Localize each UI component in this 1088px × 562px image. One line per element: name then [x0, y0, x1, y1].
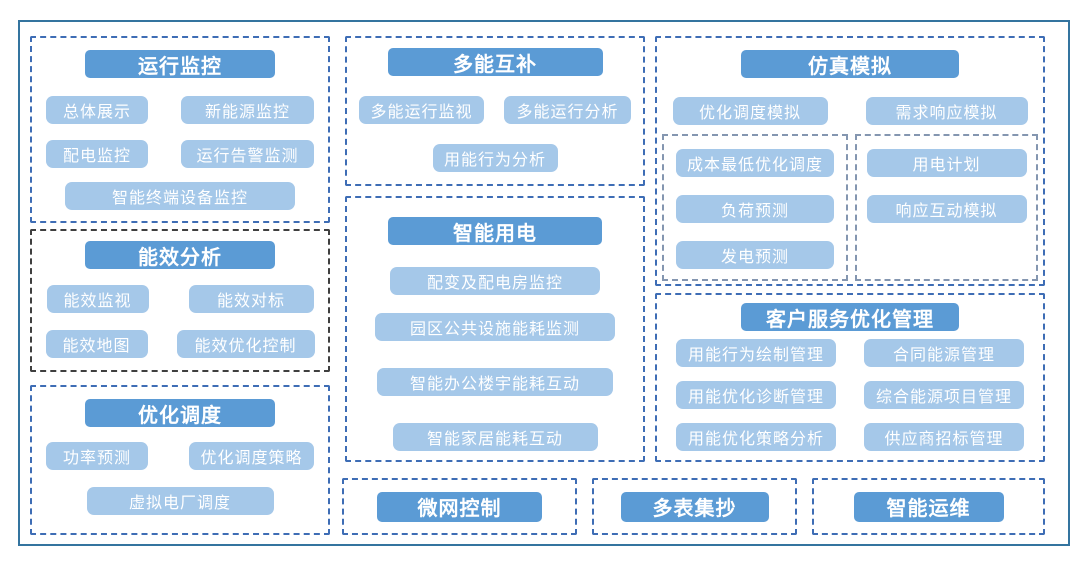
subgroup-row: 成本最低优化调度 负荷预测 发电预测 用电计划 响应互动模拟	[662, 134, 1038, 281]
item-row: 虚拟电厂调度	[86, 487, 274, 515]
module-button: 优化调度模拟	[672, 97, 828, 125]
item-row: 用能优化诊断管理 综合能源项目管理	[676, 381, 1024, 409]
item-row: 功率预测 优化调度策略	[46, 442, 314, 470]
item-row: 配电监控 运行告警监测	[46, 140, 314, 168]
group-title: 智能用电	[388, 217, 602, 245]
group-multi-energy-complementation: 多能互补 多能运行监视 多能运行分析 用能行为分析	[345, 36, 645, 186]
module-button: 综合能源项目管理	[864, 381, 1024, 409]
module-button: 新能源监控	[181, 96, 314, 124]
group-title: 微网控制	[377, 491, 542, 522]
item-row: 智能办公楼宇能耗互动	[377, 368, 613, 396]
group-title: 运行监控	[85, 50, 275, 78]
module-button: 虚拟电厂调度	[86, 487, 274, 515]
group-title: 能效分析	[85, 241, 275, 269]
group-optimal-dispatch: 优化调度 功率预测 优化调度策略 虚拟电厂调度	[30, 385, 330, 535]
module-button: 用电计划	[866, 149, 1027, 177]
module-button: 用能优化诊断管理	[676, 381, 836, 409]
item-row: 多能运行监视 多能运行分析	[359, 96, 631, 124]
item-row: 总体展示 新能源监控	[46, 96, 314, 124]
module-button: 能效对标	[188, 285, 314, 313]
group-title: 优化调度	[85, 399, 275, 427]
item-row: 能效地图 能效优化控制	[45, 330, 315, 358]
module-button: 配电监控	[46, 140, 148, 168]
module-button: 功率预测	[46, 442, 148, 470]
group-simulation: 仿真模拟 优化调度模拟 需求响应模拟 成本最低优化调度 负荷预测 发电预测 用电…	[655, 36, 1045, 286]
item-row: 智能终端设备监控	[65, 182, 295, 210]
module-button: 园区公共设施能耗监测	[375, 313, 615, 341]
item-row: 用能行为分析	[432, 144, 558, 172]
module-button: 总体展示	[46, 96, 148, 124]
module-button: 用能行为绘制管理	[676, 339, 836, 367]
group-energy-efficiency-analysis: 能效分析 能效监视 能效对标 能效地图 能效优化控制	[30, 229, 330, 372]
item-row: 用能优化策略分析 供应商招标管理	[676, 423, 1024, 451]
group-smart-operation-maintenance: 智能运维	[812, 478, 1045, 535]
module-button: 用能行为分析	[432, 144, 558, 172]
module-button: 需求响应模拟	[865, 97, 1028, 125]
module-button: 配变及配电房监控	[390, 267, 600, 295]
group-title: 多表集抄	[620, 491, 769, 522]
module-button: 优化调度策略	[189, 442, 314, 470]
subgroup-cost-optimal: 成本最低优化调度 负荷预测 发电预测	[662, 134, 848, 281]
item-row: 配变及配电房监控	[390, 267, 600, 295]
group-operation-monitoring: 运行监控 总体展示 新能源监控 配电监控 运行告警监测 智能终端设备监控	[30, 36, 330, 223]
group-customer-service-optimization: 客户服务优化管理 用能行为绘制管理 合同能源管理 用能优化诊断管理 综合能源项目…	[655, 293, 1045, 462]
module-button: 响应互动模拟	[866, 195, 1027, 223]
module-button: 发电预测	[676, 241, 834, 269]
item-row: 用能行为绘制管理 合同能源管理	[676, 339, 1024, 367]
module-button: 能效优化控制	[176, 330, 315, 358]
module-button: 多能运行分析	[504, 96, 631, 124]
group-title: 仿真模拟	[741, 50, 959, 78]
module-button: 用能优化策略分析	[676, 423, 836, 451]
group-title: 智能运维	[853, 491, 1004, 522]
item-row: 园区公共设施能耗监测	[375, 313, 615, 341]
module-button: 合同能源管理	[864, 339, 1024, 367]
group-title: 客户服务优化管理	[741, 303, 959, 331]
module-button: 供应商招标管理	[864, 423, 1024, 451]
module-button: 能效地图	[45, 330, 148, 358]
item-row: 智能家居能耗互动	[392, 423, 598, 451]
module-button: 智能办公楼宇能耗互动	[377, 368, 613, 396]
item-row: 优化调度模拟 需求响应模拟	[672, 97, 1028, 125]
module-button: 智能终端设备监控	[65, 182, 295, 210]
module-button: 多能运行监视	[359, 96, 484, 124]
module-button: 成本最低优化调度	[676, 149, 834, 177]
module-button: 运行告警监测	[181, 140, 314, 168]
module-button: 智能家居能耗互动	[392, 423, 598, 451]
item-row: 能效监视 能效对标	[46, 285, 314, 313]
group-microgrid-control: 微网控制	[342, 478, 577, 535]
module-button: 能效监视	[46, 285, 149, 313]
group-smart-power-use: 智能用电 配变及配电房监控 园区公共设施能耗监测 智能办公楼宇能耗互动 智能家居…	[345, 196, 645, 462]
subgroup-power-plan: 用电计划 响应互动模拟	[855, 134, 1038, 281]
group-title: 多能互补	[387, 48, 603, 76]
module-button: 负荷预测	[676, 195, 834, 223]
group-multi-meter-reading: 多表集抄	[592, 478, 797, 535]
